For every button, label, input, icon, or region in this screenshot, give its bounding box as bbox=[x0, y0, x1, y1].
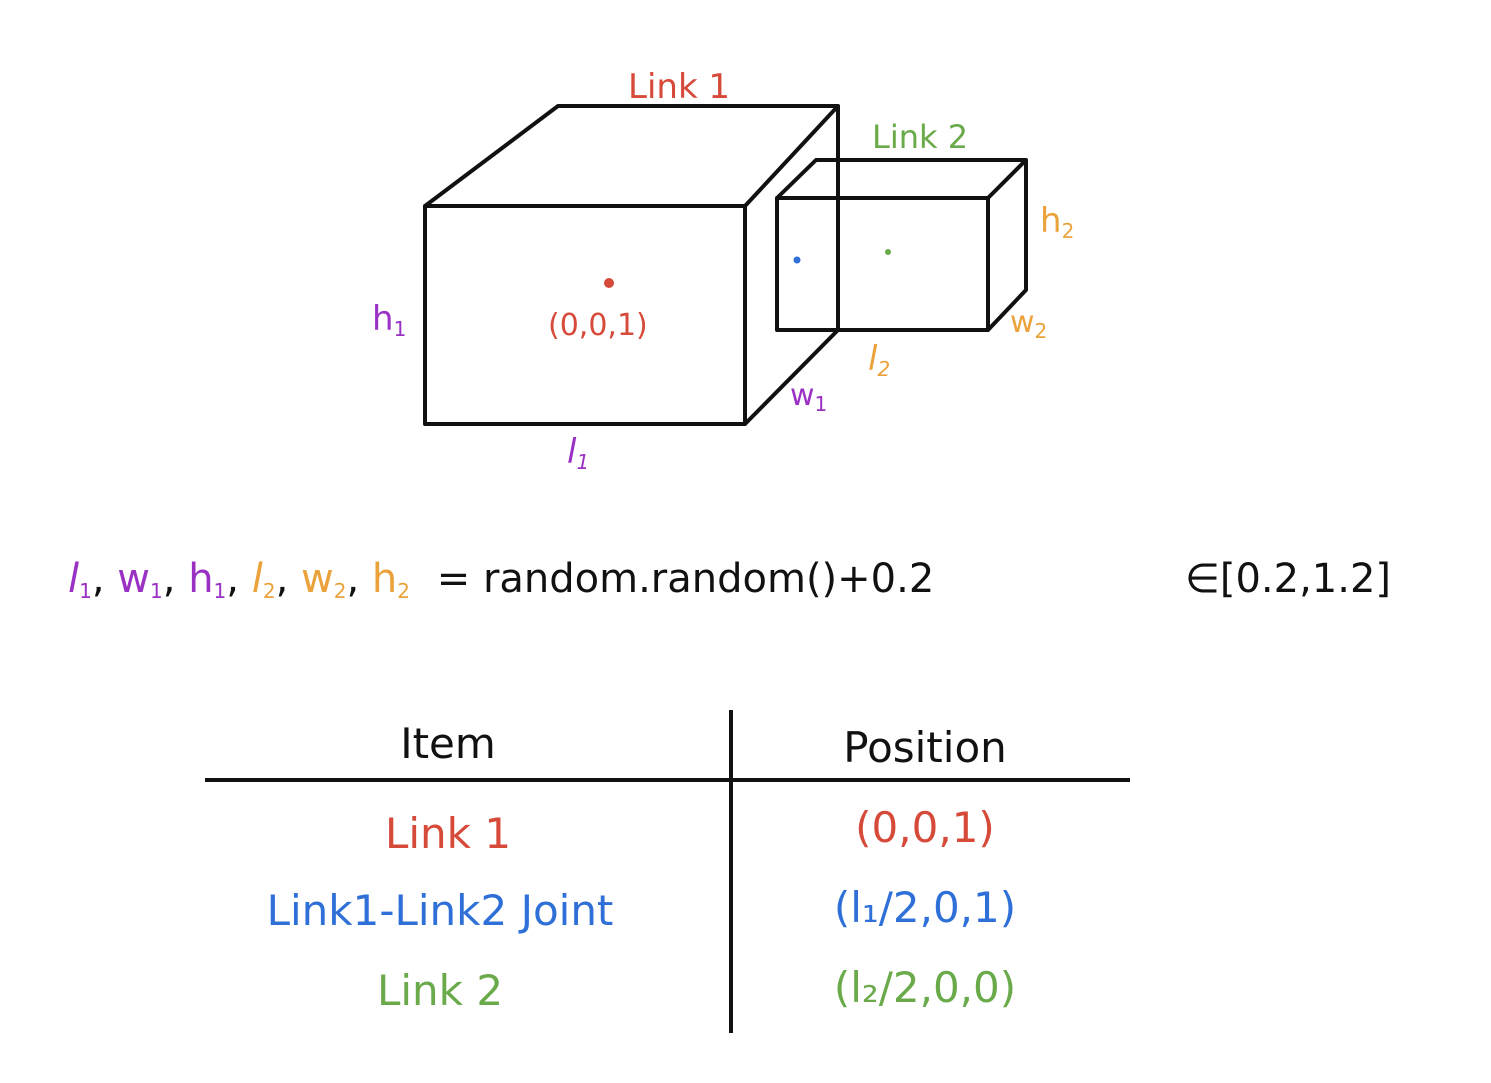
link2-box bbox=[775, 158, 1028, 332]
eq-var-h1-sub: 1 bbox=[214, 579, 227, 603]
link2-width-label: w2 bbox=[1010, 305, 1047, 343]
table-header-position: Position bbox=[843, 723, 1007, 772]
eq-rhs: = random.random()+0.2 bbox=[437, 556, 935, 602]
link1-length-label: l1 bbox=[567, 432, 589, 474]
link1-width-sub: 1 bbox=[815, 392, 828, 416]
link1-height-label: h1 bbox=[372, 299, 406, 341]
eq-sep: , bbox=[163, 556, 176, 602]
table-row-link1-item: Link 1 bbox=[385, 809, 511, 858]
random-dimension-equation: l1, w1, h1, l2, w2, h2 = random.random()… bbox=[68, 556, 934, 608]
eq-var-w2: w bbox=[301, 556, 334, 602]
link2-width-sub: 2 bbox=[1035, 319, 1048, 343]
eq-var-w2-sub: 2 bbox=[334, 579, 347, 603]
position-table: Item Position Link 1 (0,0,1) Link1-Link2… bbox=[205, 710, 1130, 1033]
table-row-joint-item: Link1-Link2 Joint bbox=[267, 886, 614, 935]
link1-length-var: l bbox=[567, 432, 577, 472]
table-row-link2-item: Link 2 bbox=[377, 966, 503, 1015]
link1-front-face bbox=[423, 204, 747, 426]
joint-dot bbox=[793, 256, 801, 264]
table-header-item: Item bbox=[400, 719, 496, 768]
eq-sep: , bbox=[346, 556, 359, 602]
link2-length-sub: 2 bbox=[877, 357, 890, 381]
link1-top-face bbox=[423, 104, 840, 208]
link2-height-label: h2 bbox=[1040, 201, 1074, 243]
eq-var-h2-sub: 2 bbox=[397, 579, 410, 603]
eq-var-w1: w bbox=[117, 556, 150, 602]
link2-height-sub: 2 bbox=[1062, 219, 1075, 243]
link1-width-label: w1 bbox=[790, 378, 827, 416]
link1-origin-label: (0,0,1) bbox=[548, 308, 648, 343]
link1-height-var: h bbox=[372, 299, 394, 339]
link1-length-sub: 1 bbox=[576, 450, 589, 474]
table-row-link1-position: (0,0,1) bbox=[855, 803, 995, 852]
eq-sep: , bbox=[276, 556, 289, 602]
eq-var-w1-sub: 1 bbox=[150, 579, 163, 603]
table-row-link2-position: (l₂/2,0,0) bbox=[834, 963, 1016, 1012]
link2-length-var: l bbox=[868, 339, 878, 379]
eq-sep: , bbox=[92, 556, 105, 602]
link2-center-dot bbox=[885, 249, 891, 255]
link2-width-var: w bbox=[1010, 305, 1035, 340]
link1-box bbox=[423, 104, 840, 426]
eq-sep: , bbox=[226, 556, 239, 602]
eq-var-l2: l bbox=[252, 556, 263, 602]
link1-height-sub: 1 bbox=[394, 317, 407, 341]
eq-var-h1: h bbox=[188, 556, 213, 602]
link2-front-face bbox=[775, 196, 990, 332]
eq-var-l1-sub: 1 bbox=[79, 579, 92, 603]
link1-center-dot bbox=[604, 278, 614, 288]
link2-side-face bbox=[986, 160, 1028, 332]
link2-top-face bbox=[775, 158, 1028, 200]
eq-var-l2-sub: 2 bbox=[263, 579, 276, 603]
link2-title: Link 2 bbox=[872, 118, 968, 156]
table-row-joint-position: (l₁/2,0,1) bbox=[834, 883, 1016, 932]
eq-var-l1: l bbox=[68, 556, 79, 602]
link2-length-label: l2 bbox=[868, 339, 890, 381]
link1-width-var: w bbox=[790, 378, 815, 413]
eq-range: ∈[0.2,1.2] bbox=[1185, 556, 1391, 602]
link2-height-var: h bbox=[1040, 201, 1062, 241]
link1-title: Link 1 bbox=[628, 67, 730, 107]
eq-var-h2: h bbox=[372, 556, 397, 602]
